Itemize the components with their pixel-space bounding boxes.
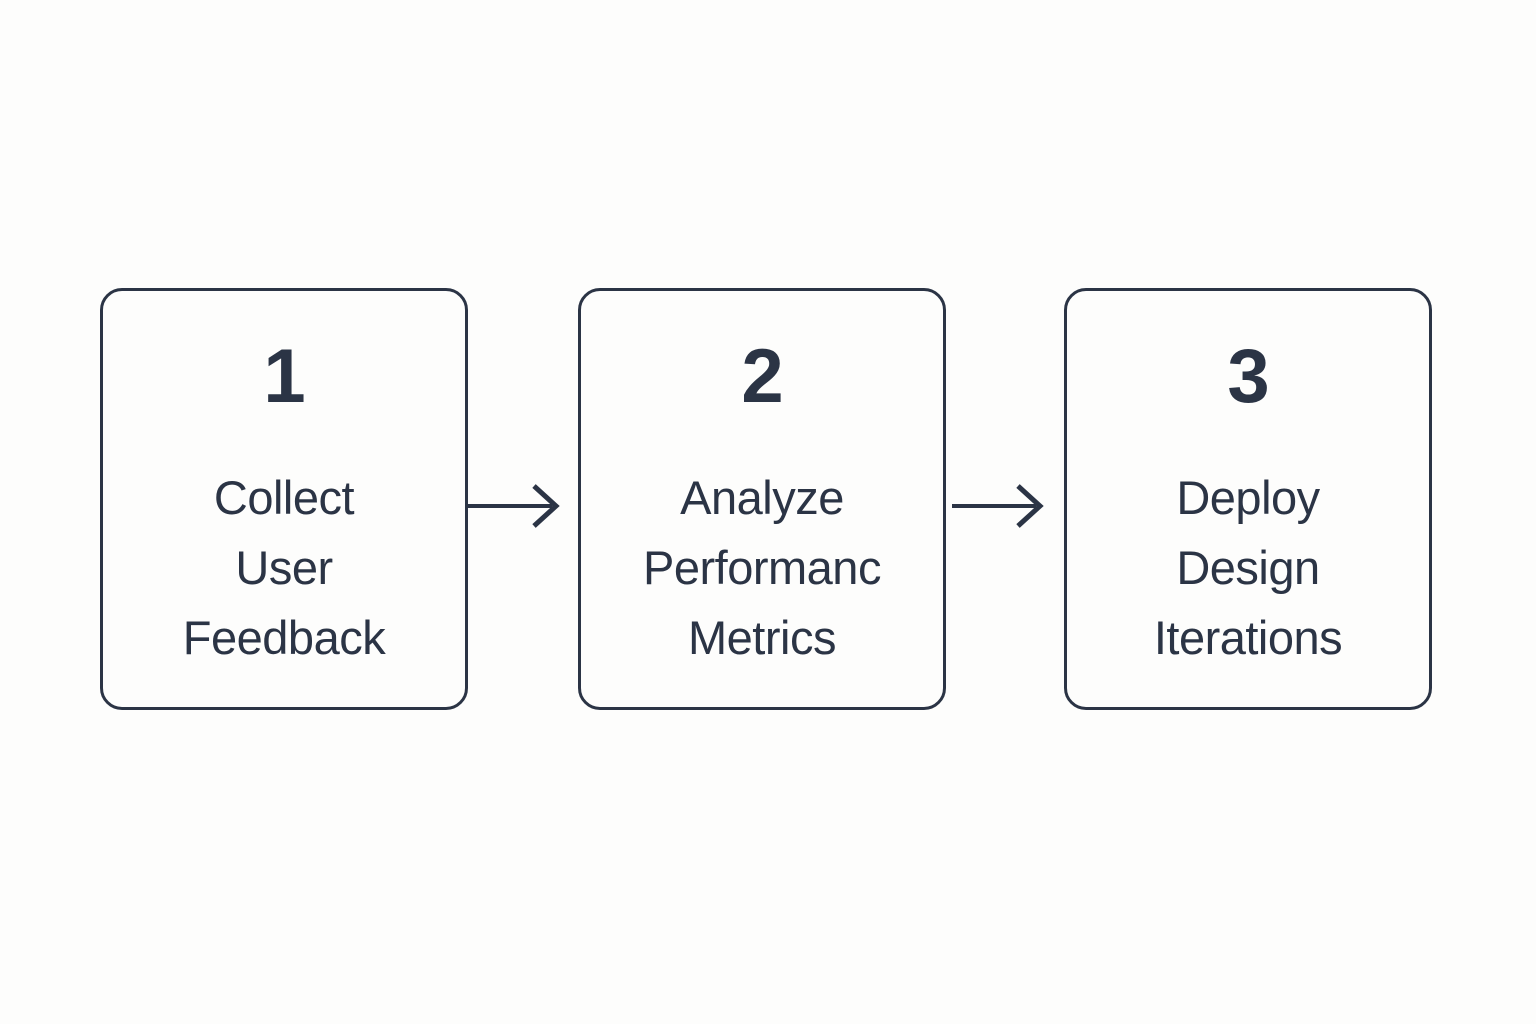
arrow-right-icon <box>468 484 560 528</box>
step-label-1: Collect User Feedback <box>182 471 386 664</box>
arrow-right-icon <box>952 484 1044 528</box>
process-flow: 1 Collect User Feedback 2 Analyze Perfor… <box>0 288 1536 712</box>
process-step-3[interactable]: 3 Deploy Design Iterations <box>1064 288 1432 710</box>
process-step-1[interactable]: 1 Collect User Feedback <box>100 288 468 710</box>
step-number-1: 1 <box>263 334 305 419</box>
connector-step1-step2 <box>466 478 586 534</box>
step-label-2: Analyze Performanc Metrics <box>643 471 881 664</box>
step-number-3: 3 <box>1227 334 1269 419</box>
step-label-3: Deploy Design Iterations <box>1153 471 1343 664</box>
process-step-2[interactable]: 2 Analyze Performanc Metrics <box>578 288 946 710</box>
step-number-2: 2 <box>741 334 783 419</box>
connector-step2-step3 <box>950 478 1070 534</box>
